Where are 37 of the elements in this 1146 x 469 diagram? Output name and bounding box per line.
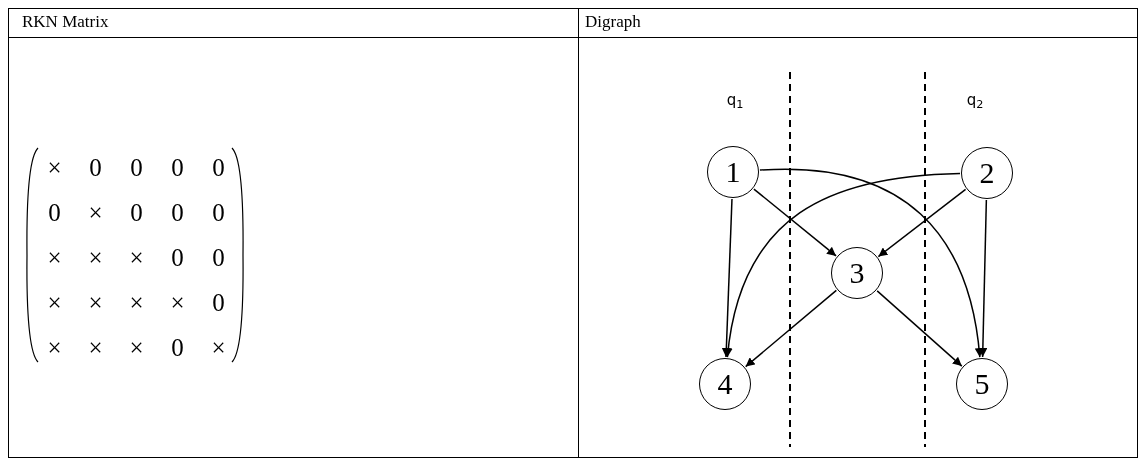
arrow: [753, 188, 837, 257]
matrix-entry: 0: [130, 197, 143, 228]
matrix-entry: 0: [171, 197, 184, 228]
matrix-entry: ×: [129, 242, 144, 273]
matrix-entry: 0: [130, 152, 143, 183]
arrow: [724, 172, 961, 358]
matrix-entry: 0: [212, 242, 225, 273]
matrix-entry: ×: [211, 332, 226, 363]
arrow: [744, 289, 838, 368]
matrix-entry: 0: [48, 197, 61, 228]
matrix-entry: ×: [47, 242, 62, 273]
matrix-entry: 0: [212, 197, 225, 228]
partition-label: q$_{1}$: [726, 91, 744, 109]
arrow: [876, 290, 963, 367]
arrow: [978, 199, 988, 358]
matrix-entry: ×: [47, 152, 62, 183]
partition-label: q$_{2}$: [966, 91, 984, 109]
matrix-entry: ×: [88, 242, 103, 273]
matrix-entry: ×: [129, 287, 144, 318]
matrix-entry: ×: [88, 287, 103, 318]
matrix-entry: ×: [47, 287, 62, 318]
matrix-entry: 0: [171, 242, 184, 273]
arrow: [721, 198, 733, 358]
arrow: [877, 188, 967, 258]
matrix-entry: ×: [88, 332, 103, 363]
matrix-entry: 0: [89, 152, 102, 183]
matrix-entry: 0: [171, 152, 184, 183]
matrix-entry: ×: [47, 332, 62, 363]
matrix-entry: 0: [171, 332, 184, 363]
matrix-entry: ×: [129, 332, 144, 363]
matrix-entry: 0: [212, 152, 225, 183]
matrix-entry: ×: [88, 197, 103, 228]
matrix-entry: ×: [170, 287, 185, 318]
matrix-entry: 0: [212, 287, 225, 318]
column-header: Digraph: [585, 12, 641, 32]
arrow: [759, 168, 984, 358]
column-header: RKN Matrix: [22, 12, 109, 32]
